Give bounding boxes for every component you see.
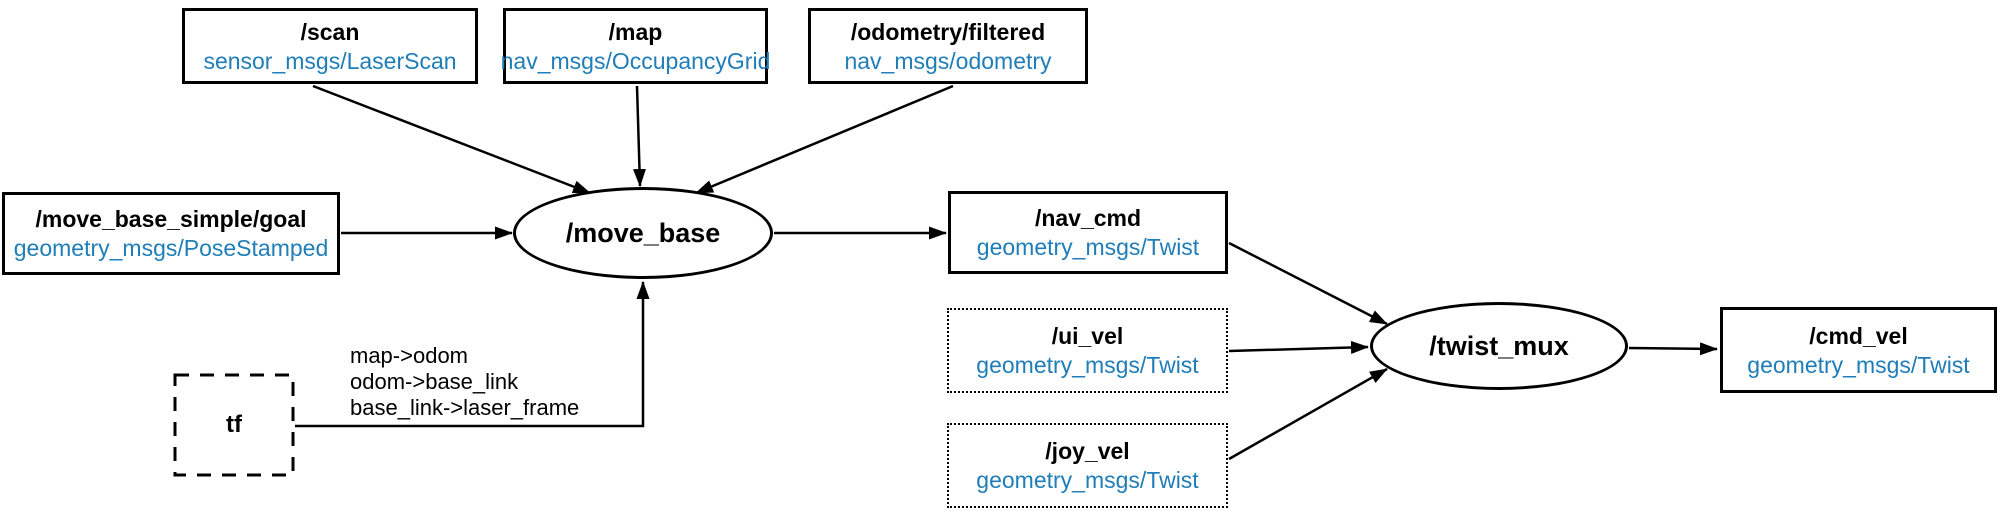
node-scan: /scan sensor_msgs/LaserScan xyxy=(182,8,478,84)
tf-transform-map-odom: map->odom xyxy=(350,343,469,368)
edge-nav-cmd-to-twist-mux xyxy=(1228,241,1388,326)
node-ui-vel-subtitle: geometry_msgs/Twist xyxy=(976,352,1199,378)
node-nav-cmd-subtitle: geometry_msgs/Twist xyxy=(976,234,1200,260)
node-map: /map nav_msgs/OccupancyGrid xyxy=(500,8,771,84)
node-move-base-simple-goal-title: /move_base_simple/goal xyxy=(35,206,307,232)
node-map-subtitle: nav_msgs/OccupancyGrid xyxy=(500,47,771,74)
node-scan-title: /scan xyxy=(300,18,360,45)
edge-twist-mux-to-cmd-vel xyxy=(1628,342,1718,356)
node-joy-vel-title: /joy_vel xyxy=(1045,438,1130,464)
node-nav-cmd-title: /nav_cmd xyxy=(1034,205,1142,231)
node-twist-mux: /twist_mux xyxy=(1370,302,1628,390)
node-twist-mux-title: /twist_mux xyxy=(1429,331,1569,361)
node-ui-vel-title: /ui_vel xyxy=(1051,323,1124,349)
node-odometry-filtered: /odometry/filtered nav_msgs/odometry xyxy=(808,8,1088,84)
tf-transform-list: map->odom odom->base_link base_link->las… xyxy=(350,343,579,421)
node-nav-cmd: /nav_cmd geometry_msgs/Twist xyxy=(948,191,1228,274)
node-move-base-simple-goal: /move_base_simple/goal geometry_msgs/Pos… xyxy=(2,192,340,275)
edge-odometry-to-move-base xyxy=(695,84,954,195)
node-move-base-simple-goal-subtitle: geometry_msgs/PoseStamped xyxy=(13,235,329,261)
node-tf: tf xyxy=(175,375,293,475)
node-scan-subtitle: sensor_msgs/LaserScan xyxy=(203,47,457,74)
node-tf-title: tf xyxy=(226,411,242,438)
node-odometry-filtered-subtitle: nav_msgs/odometry xyxy=(844,47,1052,74)
edge-map-to-move-base xyxy=(632,85,646,187)
node-cmd-vel-title: /cmd_vel xyxy=(1809,322,1908,349)
node-map-title: /map xyxy=(608,18,663,45)
node-ui-vel: /ui_vel geometry_msgs/Twist xyxy=(947,308,1228,393)
node-move-base-title: /move_base xyxy=(565,218,721,248)
node-cmd-vel: /cmd_vel geometry_msgs/Twist xyxy=(1720,307,1997,393)
node-cmd-vel-subtitle: geometry_msgs/Twist xyxy=(1747,351,1970,378)
tf-transform-base-link-laser: base_link->laser_frame xyxy=(350,395,580,420)
edge-ui-vel-to-twist-mux xyxy=(1228,340,1369,354)
node-joy-vel: /joy_vel geometry_msgs/Twist xyxy=(947,423,1228,508)
node-move-base: /move_base xyxy=(513,187,773,279)
tf-transform-odom-base-link: odom->base_link xyxy=(350,369,519,394)
edge-scan-to-move-base xyxy=(312,84,591,195)
edge-joy-vel-to-twist-mux xyxy=(1228,367,1388,461)
node-odometry-filtered-title: /odometry/filtered xyxy=(850,18,1046,45)
node-joy-vel-subtitle: geometry_msgs/Twist xyxy=(976,467,1199,493)
